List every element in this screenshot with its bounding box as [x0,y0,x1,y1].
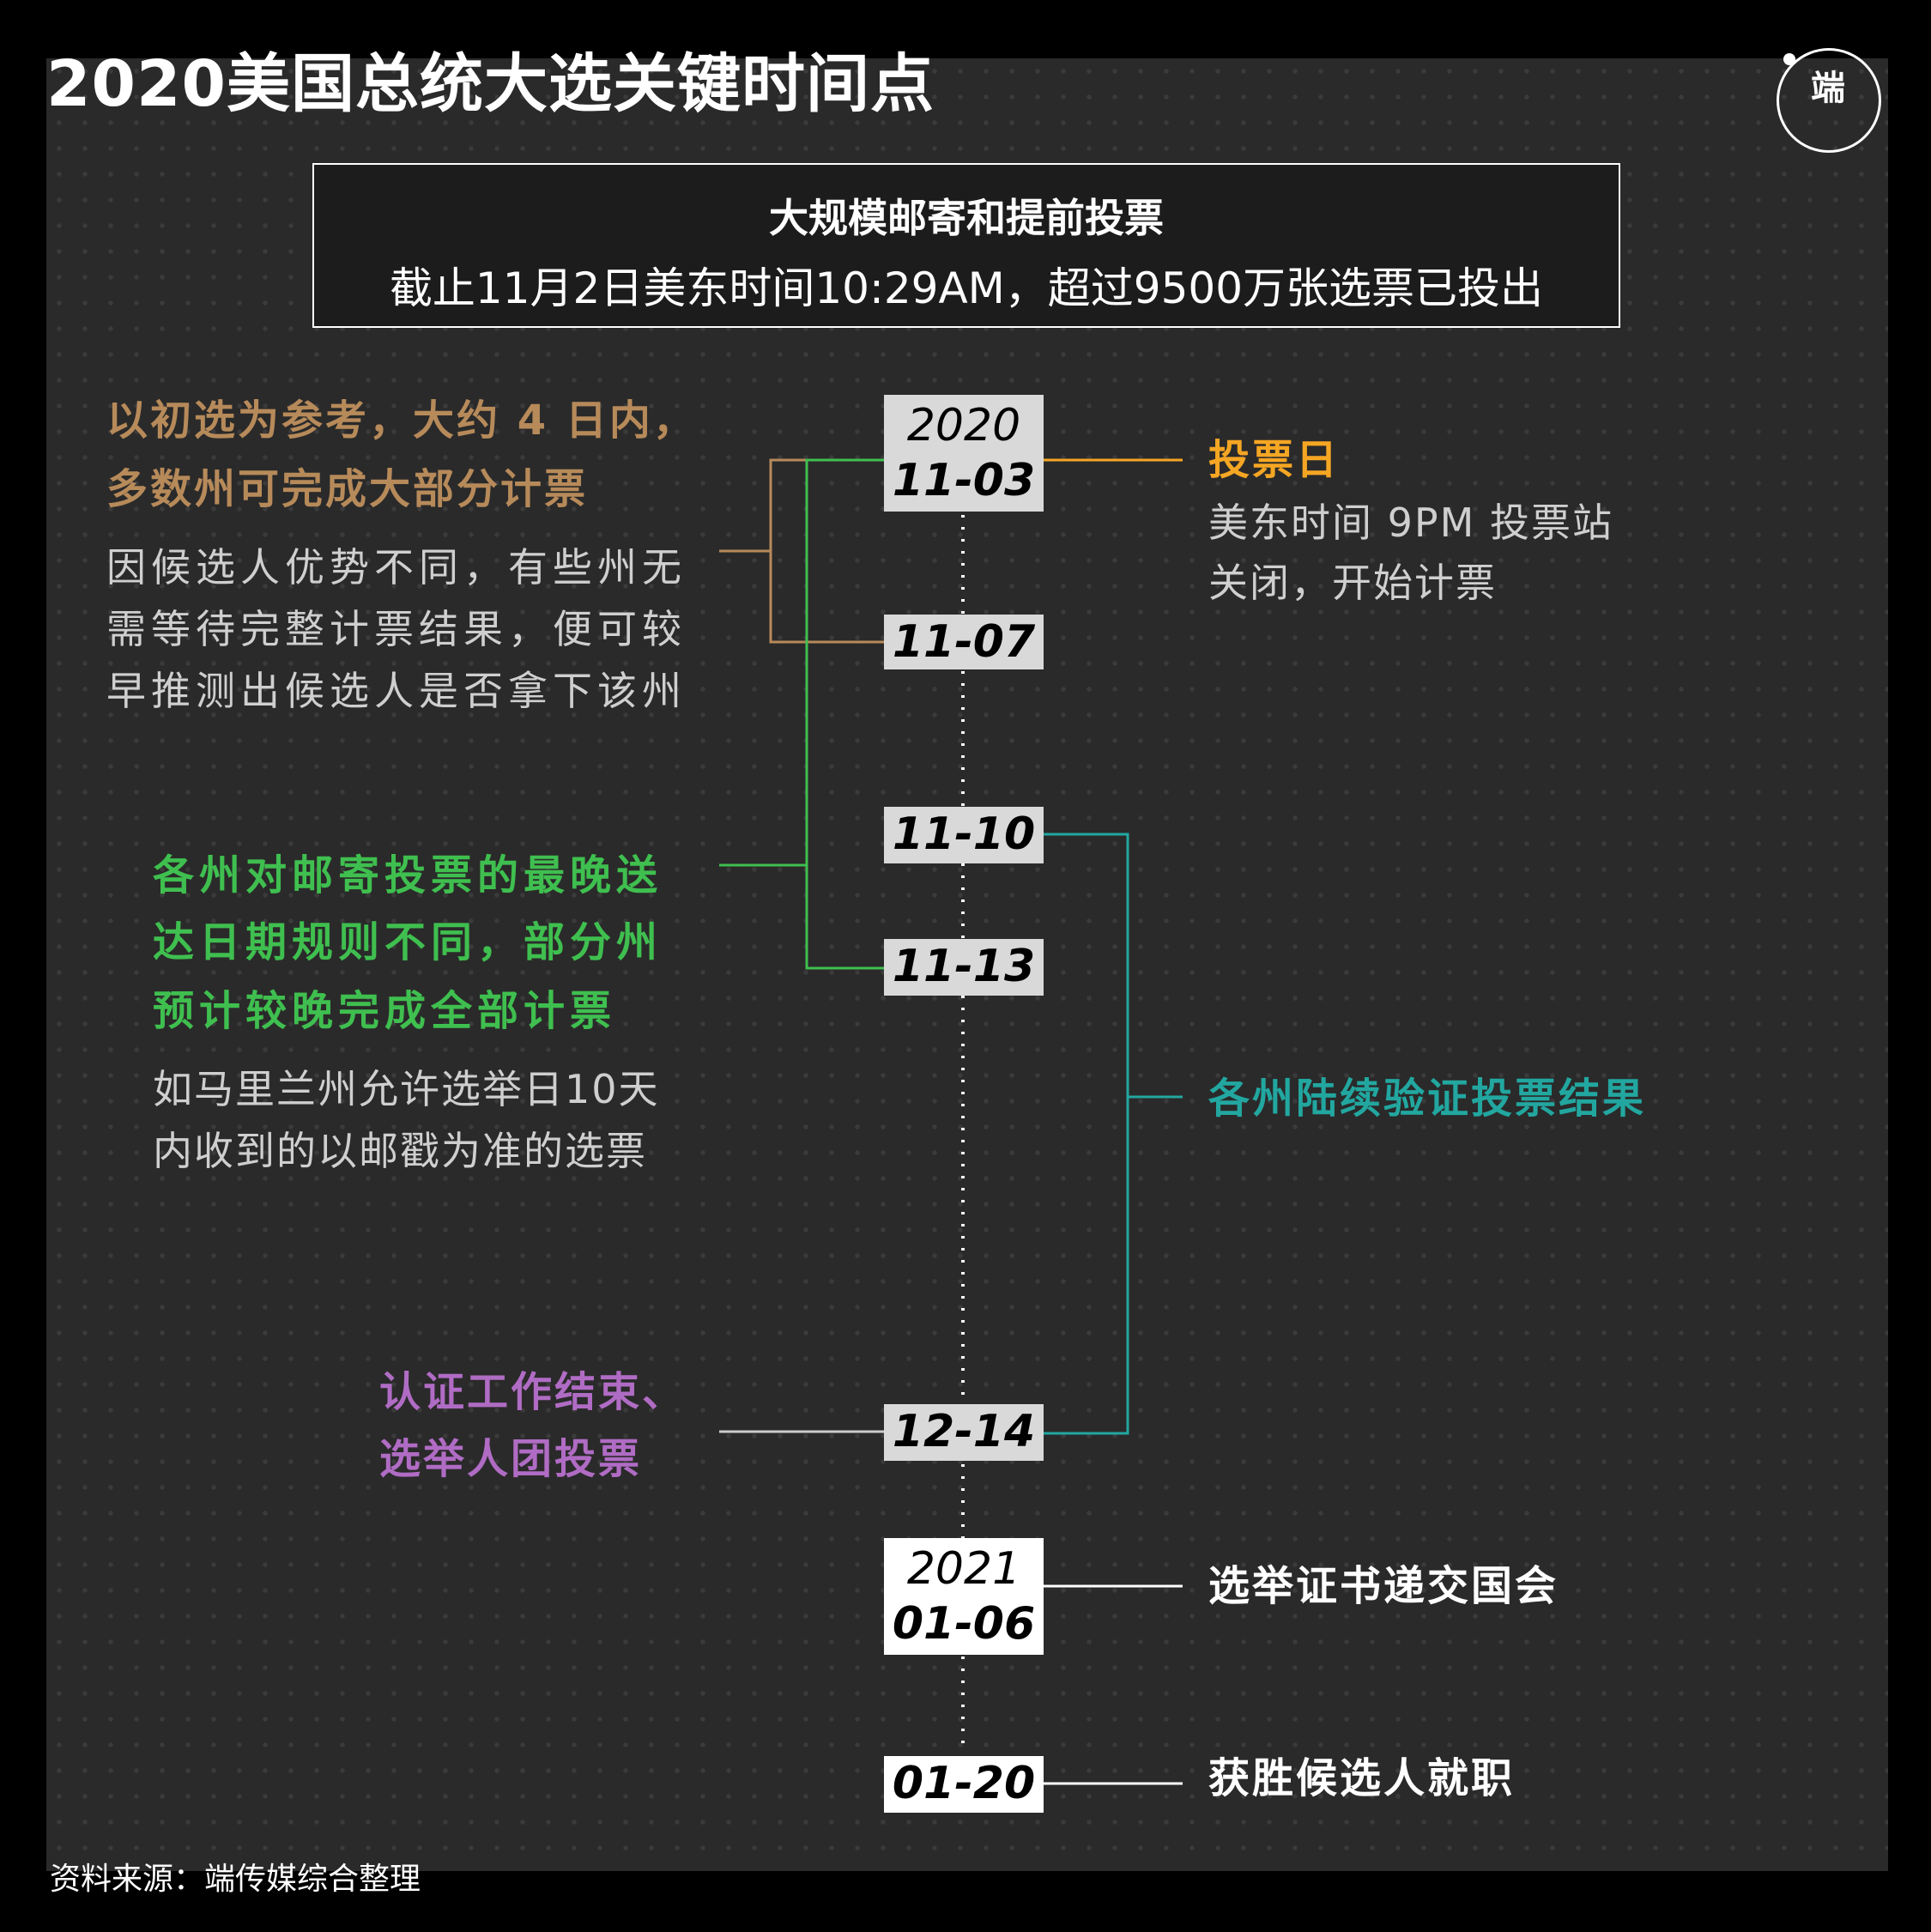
notice-body: 截止11月2日美东时间10:29AM，超过9500万张选票已投出 [389,263,1544,313]
date-01-20: 01-20 [892,1758,1036,1809]
date-box-11-10: 11-10 [884,807,1044,863]
event-electors-title-2: 选举人团投票 [379,1435,643,1483]
date-year-2021: 2021 [906,1543,1021,1595]
source-note: 资料来源：端传媒综合整理 [50,1862,421,1897]
logo-text: 端 [1811,69,1845,108]
notice-title: 大规模邮寄和提前投票 [769,195,1164,241]
event-congress-title: 选举证书递交国会 [1208,1562,1559,1610]
date-year-2020: 2020 [906,400,1021,451]
date-box-11-13: 11-13 [884,939,1044,996]
event-count-window-title-2: 多数州可完成大部分计票 [106,465,589,513]
event-count-window-line-2: 需等待完整计票结果，便可较 [106,606,687,652]
page-title: 2020美国总统大选关键时间点 [46,47,935,121]
event-election-day-line-2: 关闭，开始计票 [1208,560,1497,606]
logo-dot [1783,53,1795,65]
date-11-07: 11-07 [892,616,1036,668]
event-count-window-line-3: 早推测出候选人是否拿下该州 [106,668,687,714]
date-11-13: 11-13 [892,941,1036,992]
date-12-14: 12-14 [892,1406,1036,1457]
event-mail-deadline-line-2: 内收到的以邮戳为准的选票 [153,1128,647,1174]
bracket-count-window [769,458,884,644]
event-mail-deadline-line-1: 如马里兰州允许选举日10天 [153,1066,660,1112]
event-election-day-line-1: 美东时间 9PM 投票站 [1208,500,1613,546]
date-box-12-14: 12-14 [884,1404,1044,1461]
date-01-06: 01-06 [892,1598,1036,1650]
event-mail-deadline-title-1: 各州对邮寄投票的最晚送 [153,851,663,899]
event-certification-title: 各州陆续验证投票结果 [1208,1075,1647,1123]
date-box-11-07: 11-07 [884,615,1044,669]
date-11-10: 11-10 [892,809,1036,860]
date-box-01-20: 01-20 [884,1756,1044,1813]
event-electors-title-1: 认证工作结束、 [379,1368,687,1416]
notice-box: 大规模邮寄和提前投票 截止11月2日美东时间10:29AM，超过9500万张选票… [312,163,1620,328]
date-box-2020-11-03: 2020 11-03 [884,395,1044,512]
bracket-certification [1044,833,1129,1435]
event-election-day-title: 投票日 [1208,436,1341,484]
event-mail-deadline-title-3: 预计较晚完成全部计票 [153,987,617,1035]
event-inauguration-title: 获胜候选人就职 [1208,1754,1516,1802]
date-11-03: 11-03 [892,455,1036,506]
bracket-mail-deadline [805,458,884,970]
event-mail-deadline-title-2: 达日期规则不同，部分州 [153,918,663,966]
date-box-2021-01-06: 2021 01-06 [884,1538,1044,1655]
logo [1777,48,1881,153]
event-count-window-line-1: 因候选人优势不同，有些州无 [106,544,687,591]
event-count-window-title-1: 以初选为参考，大约 4 日内， [106,397,697,445]
